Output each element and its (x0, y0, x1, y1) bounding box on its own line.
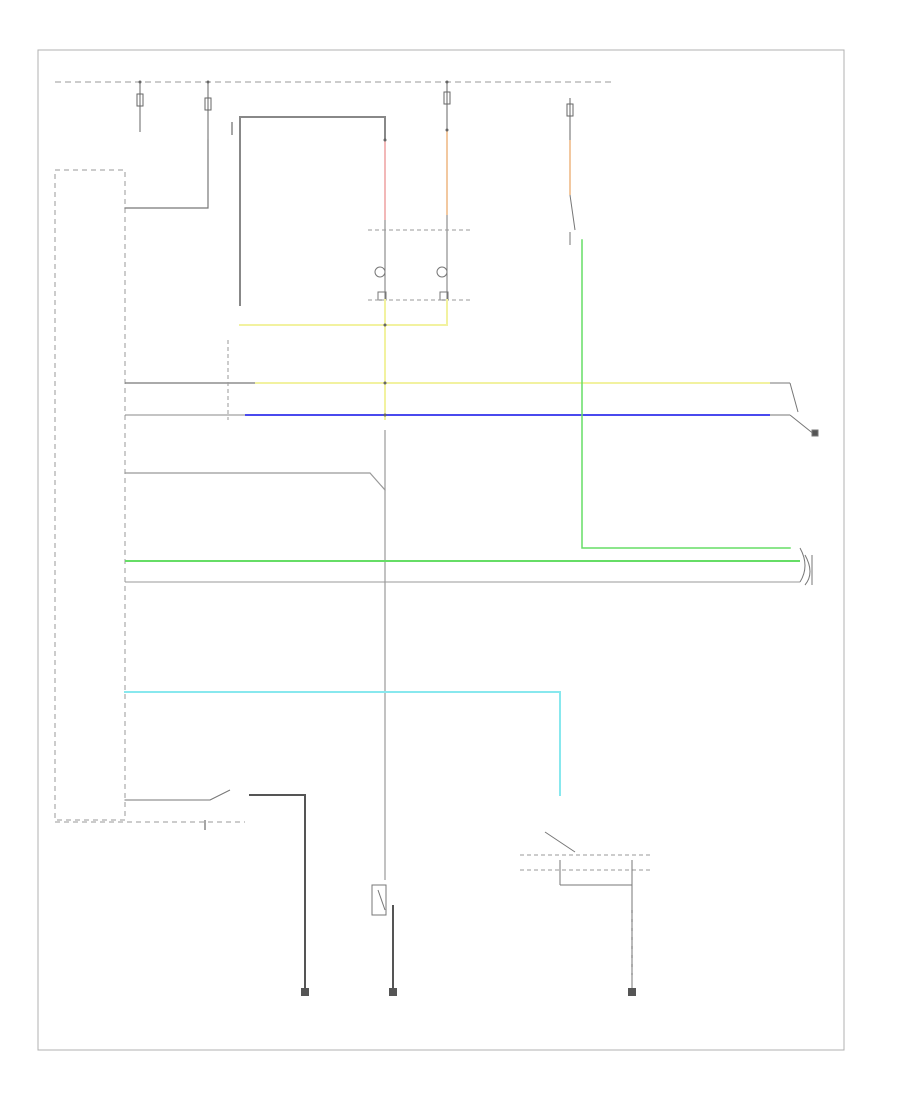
connector-icon (799, 547, 813, 586)
control-module-box (54, 169, 126, 821)
fuse-icon (136, 82, 144, 132)
wire-green-switch (581, 239, 791, 549)
switch-icon (371, 884, 387, 916)
switch-icon (569, 194, 576, 245)
fuse-icon (204, 82, 212, 140)
ground-icon (301, 988, 309, 996)
switch-icon (209, 789, 231, 801)
wire-cyan (124, 691, 561, 796)
wire-black-ground-2 (249, 794, 306, 991)
fuse-icon (443, 82, 451, 130)
splice-dots (138, 80, 449, 417)
wire-black-ignition (124, 139, 209, 209)
switch-icon (544, 831, 632, 886)
lamp-icon (436, 266, 449, 301)
wire-gray-seatbelt (124, 472, 386, 491)
wire-gray-feed (239, 116, 386, 306)
ground-icon (628, 988, 636, 996)
fuse-icon (566, 98, 574, 140)
ground-icon (389, 988, 397, 996)
wire-yellow-bulbs (384, 299, 448, 326)
switch-icon (770, 382, 819, 437)
lamp-icon (374, 266, 387, 301)
diagram-frame (37, 49, 845, 1051)
